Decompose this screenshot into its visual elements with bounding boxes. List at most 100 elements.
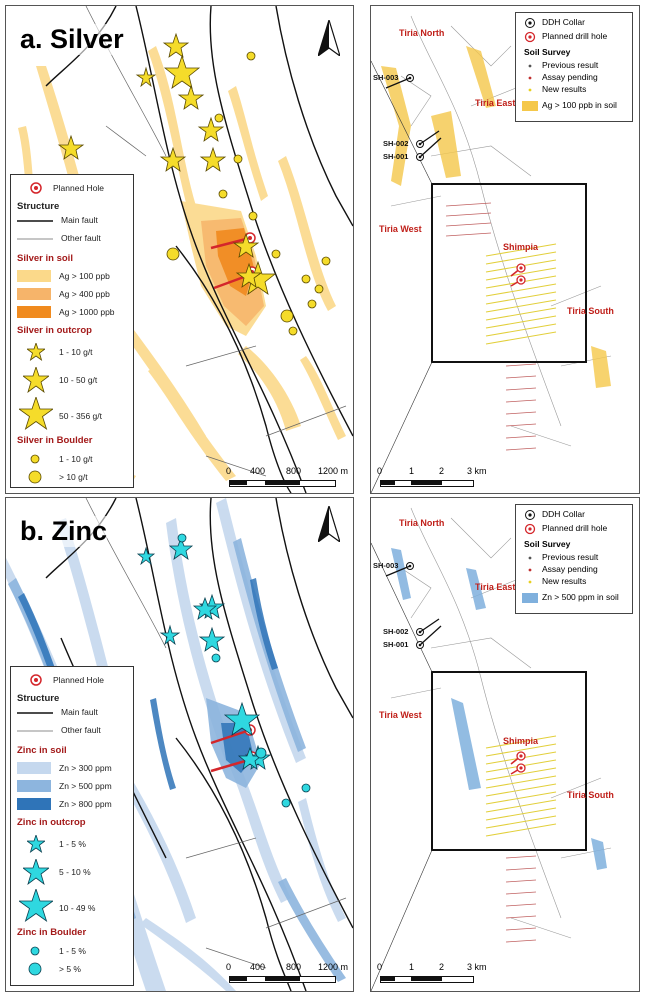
star-large-icon <box>19 397 53 431</box>
region-shimpia: Shimpia <box>503 242 539 252</box>
boulder-large-icon <box>28 470 42 484</box>
legend-structure-header: Structure <box>17 693 60 704</box>
legend-boulder-2: > 10 g/t <box>59 472 88 482</box>
legend-outcrop-2: 10 - 50 g/t <box>59 375 98 385</box>
zinc-panel-title: b. Zinc <box>20 516 107 547</box>
legend-outcrop-3: 10 - 49 % <box>59 903 96 913</box>
legend-planned-hole-label: Planned Hole <box>53 183 105 193</box>
zinc-soil-grid <box>485 735 557 837</box>
zinc-outcrop-stars <box>136 536 272 770</box>
zinc-main-faults <box>45 498 353 991</box>
legend-planned-hole-label: Planned Hole <box>53 675 105 685</box>
region-tiria-east: Tiria East <box>475 98 516 108</box>
legend-soil-3: Zn > 800 ppm <box>59 799 112 809</box>
collar-sh-003: SH-003 <box>373 73 399 82</box>
silver-overview-scale: 0 1 2 3 km <box>377 466 497 490</box>
legend-outcrop-3: 50 - 356 g/t <box>59 411 103 421</box>
legend-assay-pending: Assay pending <box>542 564 598 574</box>
planned-drill-hole-icon <box>524 31 536 43</box>
silver-overview-map: Tiria North Tiria East Tiria West Shimpi… <box>370 5 640 494</box>
silver-detail-extent-box <box>431 183 587 363</box>
legend-planned-drill-hole: Planned drill hole <box>542 523 608 533</box>
region-shimpia: Shimpia <box>503 736 539 746</box>
legend-boulder-1: 1 - 5 % <box>59 946 86 956</box>
zinc-scale-bar: 0 400 800 1200 m <box>226 962 351 986</box>
ddh-collar-icon <box>525 510 535 520</box>
silver-legend: Planned Hole Structure Main fault Other … <box>10 174 134 488</box>
silver-soil-grid <box>485 243 557 345</box>
legend-soil-survey: Soil Survey <box>524 539 571 549</box>
collar-sh-003: SH-003 <box>373 561 399 570</box>
silver-overview-canvas <box>371 15 612 493</box>
zinc-detail-extent-box <box>431 671 587 851</box>
zinc-boulders <box>177 533 311 808</box>
region-tiria-north: Tiria North <box>399 28 445 38</box>
legend-outcrop-1: 1 - 10 g/t <box>59 347 93 357</box>
legend-ddh-collar: DDH Collar <box>542 509 585 519</box>
zinc-overview-legend: DDH Collar Planned drill hole Soil Surve… <box>515 504 633 614</box>
legend-soil-1: Zn > 300 ppm <box>59 763 112 773</box>
star-small-icon <box>27 835 45 853</box>
collar-sh-002: SH-002 <box>383 627 409 636</box>
legend-outcrop-header: Silver in outcrop <box>17 325 92 336</box>
star-medium-icon <box>23 859 49 885</box>
legend-zinc-soil: Zn > 500 ppm in soil <box>542 592 619 602</box>
legend-soil-2: Ag > 400 ppb <box>59 289 110 299</box>
legend-planned-drill-hole: Planned drill hole <box>542 31 608 41</box>
planned-hole-icon <box>30 182 42 194</box>
legend-other-fault-label: Other fault <box>61 233 101 243</box>
legend-soil-header: Silver in soil <box>17 253 73 264</box>
legend-soil-3: Ag > 1000 ppb <box>59 307 115 317</box>
zinc-legend: Planned Hole Structure Main fault Other … <box>10 666 134 986</box>
silver-boulders <box>166 51 331 336</box>
silver-overview-legend: DDH Collar Planned drill hole Soil Surve… <box>515 12 633 122</box>
boulder-small-icon <box>30 454 40 464</box>
star-large-icon <box>19 889 53 923</box>
boulder-large-icon <box>28 962 42 976</box>
legend-soil-survey: Soil Survey <box>524 47 571 57</box>
legend-soil-header: Zinc in soil <box>17 745 67 756</box>
legend-other-fault-label: Other fault <box>61 725 101 735</box>
zinc-overview-scale: 0 1 2 3 km <box>377 962 497 986</box>
legend-previous-result: Previous result <box>542 552 599 562</box>
legend-main-fault-label: Main fault <box>61 707 98 717</box>
north-arrow-icon <box>318 506 340 542</box>
legend-boulder-header: Zinc in Boulder <box>17 927 87 938</box>
zinc-overview-canvas <box>371 507 612 991</box>
legend-boulder-1: 1 - 10 g/t <box>59 454 93 464</box>
silver-panel-title: a. Silver <box>20 24 124 55</box>
legend-ddh-collar: DDH Collar <box>542 17 585 27</box>
zinc-overview-map: Tiria North Tiria East Tiria West Shimpi… <box>370 497 640 992</box>
legend-outcrop-2: 5 - 10 % <box>59 867 91 877</box>
boulder-small-icon <box>30 946 40 956</box>
legend-previous-result: Previous result <box>542 60 599 70</box>
legend-soil-1: Ag > 100 ppb <box>59 271 110 281</box>
zinc-pending-grid <box>505 855 537 943</box>
region-tiria-west: Tiria West <box>379 710 422 720</box>
star-small-icon <box>27 343 45 361</box>
collar-sh-001: SH-001 <box>383 152 409 161</box>
legend-new-results: New results <box>542 84 587 94</box>
silver-outcrop-stars <box>57 32 277 295</box>
legend-assay-pending: Assay pending <box>542 72 598 82</box>
region-tiria-east: Tiria East <box>475 582 516 592</box>
planned-hole-icon <box>30 674 42 686</box>
legend-boulder-2: > 5 % <box>59 964 81 974</box>
legend-silver-soil: Ag > 100 ppb in soil <box>542 100 617 110</box>
zinc-detail-map: b. Zinc Planned Hole Structure Main faul… <box>5 497 354 992</box>
ddh-collar-icon <box>525 18 535 28</box>
silver-detail-map: a. Silver Planned Hole Structure Main fa… <box>5 5 354 494</box>
legend-main-fault-label: Main fault <box>61 215 98 225</box>
north-arrow-icon <box>318 20 340 56</box>
collar-sh-002: SH-002 <box>383 139 409 148</box>
region-tiria-north: Tiria North <box>399 518 445 528</box>
region-tiria-west: Tiria West <box>379 224 422 234</box>
silver-scale-bar: 0 400 800 1200 m <box>226 466 351 490</box>
region-tiria-south: Tiria South <box>567 790 614 800</box>
star-medium-icon <box>23 367 49 393</box>
legend-outcrop-header: Zinc in outcrop <box>17 817 86 828</box>
region-tiria-south: Tiria South <box>567 306 614 316</box>
legend-soil-2: Zn > 500 ppm <box>59 781 112 791</box>
collar-sh-001: SH-001 <box>383 640 409 649</box>
legend-structure-header: Structure <box>17 201 60 212</box>
